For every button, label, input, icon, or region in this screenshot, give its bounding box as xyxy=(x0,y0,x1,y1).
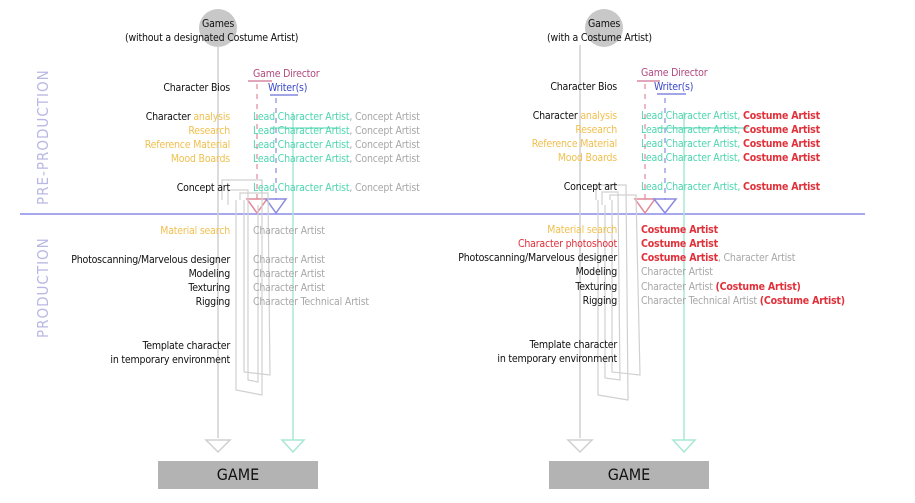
right-prod-step: Photoscanning/Marvelous designer xyxy=(458,252,617,264)
left-pre-step: Mood Boards xyxy=(170,153,230,165)
right-pre-role: Lead Character Artist, Costume Artist xyxy=(641,181,820,193)
left-prod-step: Modeling xyxy=(188,268,231,280)
left-node-title: Games xyxy=(202,18,235,30)
left-teal-arrow xyxy=(280,439,306,454)
right-prod-step: Modeling xyxy=(575,266,618,278)
left-prod-role: Character Artist xyxy=(253,268,325,280)
phase-label-production: PRODUCTION xyxy=(34,237,52,338)
left-pre-step: Concept art xyxy=(176,182,230,194)
right-template-line1: Template character xyxy=(529,339,617,351)
left-prod-step: Photoscanning/Marvelous designer xyxy=(71,254,230,266)
right-template-line2: in temporary environment xyxy=(497,353,617,365)
right-game-director: Game Director xyxy=(641,67,708,79)
right-pre-role: Lead Character Artist, Costume Artist xyxy=(641,138,820,150)
right-pre-step: Character analysis xyxy=(532,110,617,122)
right-pre-role: Lead Character Artist, Costume Artist xyxy=(641,124,820,136)
right-main-arrow xyxy=(566,439,594,454)
right-pre-step: Reference Material xyxy=(531,138,617,150)
phase-label-pre-production: PRE-PRODUCTION xyxy=(34,69,52,205)
right-game-box: GAME xyxy=(549,461,709,489)
left-template-line1: Template character xyxy=(142,340,230,352)
left-prod-role: Character Artist xyxy=(253,282,325,294)
right-prod-role: Costume Artist, Character Artist xyxy=(641,252,796,264)
right-prod-step: Rigging xyxy=(582,295,618,307)
left-prod-step: Texturing xyxy=(188,282,230,294)
right-prod-step: Material search xyxy=(547,224,617,236)
right-prod-role: Character Artist xyxy=(641,266,713,278)
left-pre-role: Lead Character Artist, Concept Artist xyxy=(253,125,420,137)
right-writers: Writer(s) xyxy=(654,81,694,93)
right-prod-step: Texturing xyxy=(575,281,617,293)
right-pre-role: Lead Character Artist, Costume Artist xyxy=(641,152,820,164)
left-bios-label: Character Bios xyxy=(163,82,230,94)
right-pre-step: Research xyxy=(575,124,617,136)
left-pre-role: Lead Character Artist, Concept Artist xyxy=(253,139,420,151)
right-loops xyxy=(595,184,641,401)
left-prod-step: Material search xyxy=(160,225,230,237)
left-loops xyxy=(221,179,271,396)
right-bios-label: Character Bios xyxy=(550,81,617,93)
right-prod-role: Character Technical Artist (Costume Arti… xyxy=(641,295,845,307)
left-pre-role: Lead Character Artist, Concept Artist xyxy=(253,182,420,194)
right-pre-role: Lead Character Artist, Costume Artist xyxy=(641,110,820,122)
left-games-node xyxy=(199,9,237,47)
right-prod-role: Costume Artist xyxy=(641,238,718,250)
left-pre-step: Character analysis xyxy=(145,111,230,123)
right-games-node xyxy=(585,9,623,47)
right-pre-step: Mood Boards xyxy=(557,152,617,164)
right-pre-step: Concept art xyxy=(563,181,617,193)
right-node-title: Games xyxy=(588,18,621,30)
left-pre-step: Research xyxy=(188,125,230,137)
left-game-box: GAME xyxy=(158,461,318,489)
left-pre-role: Lead Character Artist, Concept Artist xyxy=(253,111,420,123)
left-prod-role: Character Artist xyxy=(253,254,325,266)
left-game-director: Game Director xyxy=(253,68,320,80)
right-node-subtitle: (with a Costume Artist) xyxy=(547,32,652,44)
right-teal-arrow xyxy=(671,439,697,454)
right-prod-role: Costume Artist xyxy=(641,224,718,236)
right-prod-step: Character photoshoot xyxy=(517,238,617,250)
left-prod-step: Rigging xyxy=(195,296,231,308)
left-prod-role: Character Technical Artist xyxy=(253,296,369,308)
left-pre-role: Lead Character Artist, Concept Artist xyxy=(253,153,420,165)
left-writers: Writer(s) xyxy=(268,82,308,94)
right-prod-role: Character Artist (Costume Artist) xyxy=(641,281,801,293)
left-node-subtitle: (without a designated Costume Artist) xyxy=(125,32,299,44)
left-main-arrow xyxy=(204,439,232,454)
left-pre-step: Reference Material xyxy=(144,139,230,151)
left-template-line2: in temporary environment xyxy=(110,354,230,366)
left-prod-role: Character Artist xyxy=(253,225,325,237)
